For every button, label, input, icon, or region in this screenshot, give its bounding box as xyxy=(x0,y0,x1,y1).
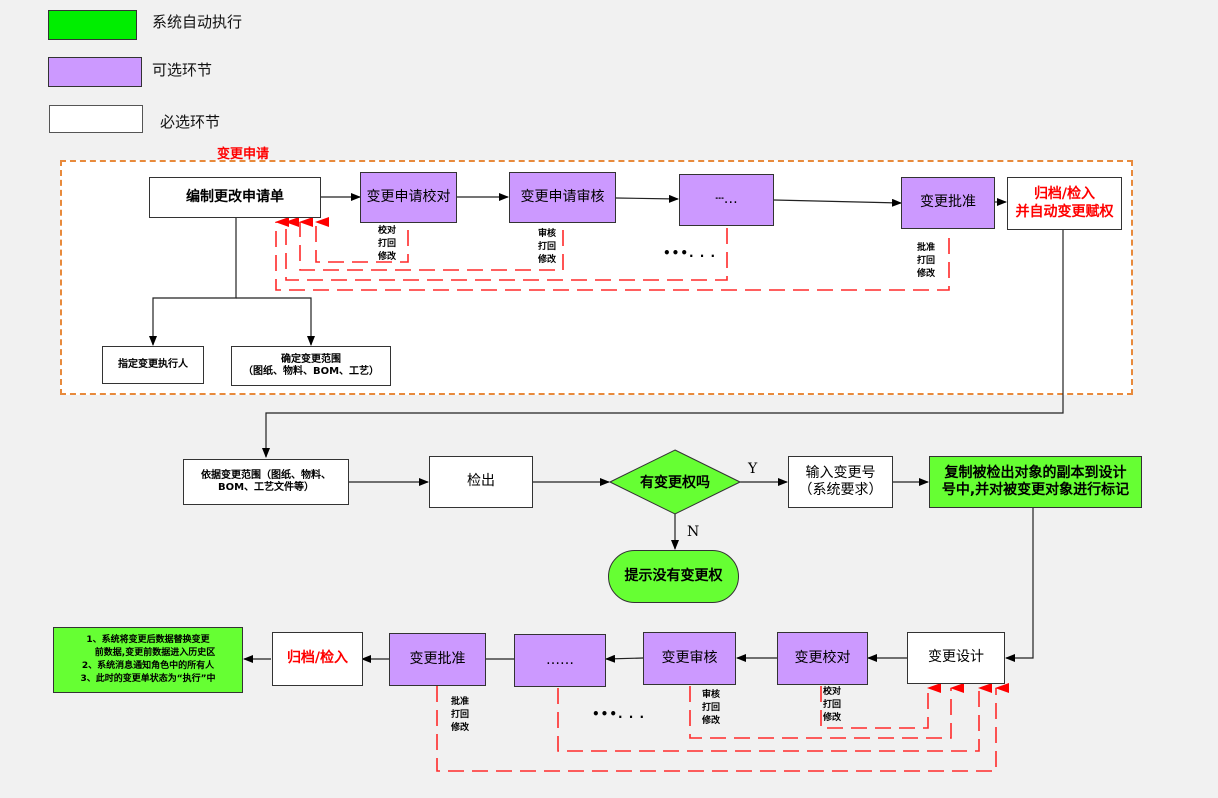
action-label: 打回 xyxy=(538,242,557,253)
result-line: 1、系统将变更后数据替换变更 xyxy=(86,634,210,645)
arrow-review-to-more2 xyxy=(605,654,644,663)
action-label: 审核 xyxy=(702,690,721,700)
request-check-step[interactable]: 变更申请校对 xyxy=(360,172,457,223)
change-approve-actions: 批准 打回 修改 xyxy=(451,696,469,735)
reject-loop-more2 xyxy=(557,683,992,752)
decision-label: 有变更权吗 xyxy=(640,475,710,491)
copy-line1: 复制被检出对象的副本到设计 xyxy=(944,464,1127,481)
action-label: 打回 xyxy=(823,700,842,711)
action-label: 校对 xyxy=(378,226,397,236)
request-check-actions: 校对 打回 修改 xyxy=(378,225,396,264)
system-result-note: 1、系统将变更后数据替换变更 前数据,变更前数据进入历史区 2、系统消息通知角色… xyxy=(53,627,243,693)
arrow-copy-to-design xyxy=(1005,508,1034,662)
change-design-step[interactable]: 变更设计 xyxy=(907,632,1005,684)
region-title: 变更申请 xyxy=(217,147,270,162)
request-ellipsis: •••. . . xyxy=(663,246,717,260)
change-more-step[interactable]: …… xyxy=(514,634,606,687)
action-label: 修改 xyxy=(702,716,721,727)
scope-based-step[interactable]: 依据变更范围（图纸、物料、 BOM、工艺文件等） xyxy=(183,459,349,505)
reject-loop-more xyxy=(285,217,728,281)
action-label: 打回 xyxy=(917,256,936,267)
legend-swatch-required xyxy=(49,105,143,133)
no-permission-terminal[interactable]: 提示没有变更权 xyxy=(608,550,739,603)
result-line: 前数据,变更前数据进入历史区 xyxy=(94,647,216,658)
copy-and-mark-step[interactable]: 复制被检出对象的副本到设计 号中,并对被变更对象进行标记 xyxy=(929,456,1142,508)
change-check-actions: 校对 打回 修改 xyxy=(823,686,841,725)
action-label: 修改 xyxy=(451,723,470,734)
legend-label-auto: 系统自动执行 xyxy=(152,13,243,31)
arrow-review-to-more xyxy=(615,194,679,203)
legend-label-required: 必选环节 xyxy=(160,113,221,131)
change-ellipsis: •••. . . xyxy=(592,707,646,721)
scope-line2: （图纸、物料、BOM、工艺） xyxy=(242,366,380,377)
legend-swatch-optional xyxy=(48,57,142,87)
legend-swatch-auto xyxy=(48,10,137,40)
arrow-edit-to-assign xyxy=(149,218,237,346)
request-approve-actions: 批准 打回 修改 xyxy=(917,242,935,281)
input-line2: （系统要求） xyxy=(798,482,883,498)
reject-loop-approve2 xyxy=(436,683,1009,772)
arrow-edit-to-scope xyxy=(236,297,315,346)
scope-based-line1: 依据变更范围（图纸、物料、 xyxy=(201,469,331,481)
edit-change-form-step[interactable]: 编制更改申请单 xyxy=(149,177,321,218)
change-approve-step[interactable]: 变更批准 xyxy=(389,633,486,686)
archive-checkin-auto-assign-step[interactable]: 归档/检入 并自动变更赋权 xyxy=(1007,177,1122,230)
result-line: 3、此时的变更单状态为“执行”中 xyxy=(80,674,216,685)
reject-loop-check2 xyxy=(820,683,941,729)
input-change-number-step[interactable]: 输入变更号 （系统要求） xyxy=(788,456,893,508)
copy-line2: 号中,并对被变更对象进行标记 xyxy=(941,482,1130,498)
action-label: 修改 xyxy=(378,252,397,263)
checkout-step[interactable]: 检出 xyxy=(429,456,533,508)
request-more-step[interactable]: ┄… xyxy=(679,174,774,226)
arrow-archive-to-scope-check xyxy=(262,230,1064,458)
reject-loop-check xyxy=(315,217,409,263)
no-label: N xyxy=(687,524,700,540)
arrow-more-to-approve xyxy=(773,198,902,207)
result-line: 2、系统消息通知角色中的所有人 xyxy=(81,661,215,671)
action-label: 校对 xyxy=(823,687,842,697)
decision-diamond[interactable] xyxy=(609,449,741,515)
archive-line1: 归档/检入 xyxy=(1033,186,1096,202)
request-approve-step[interactable]: 变更批准 xyxy=(901,177,995,229)
request-review-step[interactable]: 变更申请审核 xyxy=(509,172,616,223)
archive-line2: 并自动变更赋权 xyxy=(1015,203,1114,220)
action-label: 批准 xyxy=(917,243,936,253)
input-line1: 输入变更号 xyxy=(805,464,876,481)
request-review-actions: 审核 打回 修改 xyxy=(538,228,556,267)
reject-loop-review xyxy=(299,217,564,271)
action-label: 修改 xyxy=(917,269,936,280)
legend-label-optional: 可选环节 xyxy=(152,61,213,79)
change-review-actions: 审核 打回 修改 xyxy=(702,689,720,728)
scope-line1: 确定变更范围 xyxy=(281,353,341,365)
action-label: 修改 xyxy=(823,713,842,724)
action-label: 修改 xyxy=(538,255,557,266)
reject-loop-review2 xyxy=(689,683,964,739)
reject-loop-approve xyxy=(275,217,950,291)
action-label: 打回 xyxy=(378,239,397,250)
action-label: 打回 xyxy=(451,710,470,721)
action-label: 打回 xyxy=(702,703,721,714)
assign-executor-step[interactable]: 指定变更执行人 xyxy=(102,346,204,384)
define-scope-step[interactable]: 确定变更范围 （图纸、物料、BOM、工艺） xyxy=(231,346,391,386)
archive-checkin-step[interactable]: 归档/检入 xyxy=(272,632,363,686)
action-label: 审核 xyxy=(538,229,557,239)
scope-based-line2: BOM、工艺文件等） xyxy=(217,482,315,493)
action-label: 批准 xyxy=(451,697,470,707)
yes-label: Y xyxy=(748,461,758,477)
change-review-step[interactable]: 变更审核 xyxy=(643,632,736,685)
change-check-step[interactable]: 变更校对 xyxy=(777,632,868,685)
